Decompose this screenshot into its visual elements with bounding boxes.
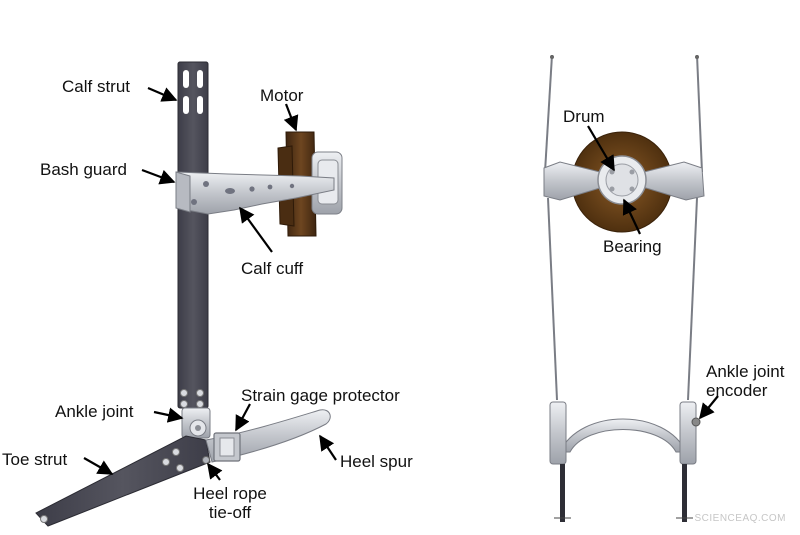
arrow-calf-strut — [147, 86, 178, 102]
ropes — [544, 54, 703, 401]
arrow-bearing — [622, 198, 641, 235]
calf-strut — [177, 61, 209, 409]
foot-arch — [559, 418, 687, 453]
arrow-motor — [283, 103, 299, 132]
label-calf-strut: Calf strut — [62, 77, 131, 96]
label-calf-cuff: Calf cuff — [241, 259, 304, 278]
label-heel-rope-line1: Heel rope — [193, 484, 267, 503]
label-toe-strut: Toe strut — [2, 450, 68, 469]
label-heel-rope-tie-off: Heel rope tie-off — [180, 484, 280, 522]
ankle-bracket-left — [549, 401, 567, 465]
label-strain-gage-protector: Strain gage protector — [241, 386, 400, 405]
side-view — [35, 61, 343, 527]
label-encoder-line2: encoder — [706, 381, 768, 400]
heel-rope-tie-off — [202, 456, 210, 464]
label-ankle-joint: Ankle joint — [55, 402, 134, 421]
label-heel-rope-line2: tie-off — [208, 503, 252, 522]
arrow-bash-guard — [141, 168, 176, 185]
label-bash-guard: Bash guard — [40, 160, 127, 179]
arrow-ankle-joint — [153, 407, 184, 423]
label-encoder-line1: Ankle joint — [706, 362, 785, 381]
arrow-calf-cuff — [239, 206, 273, 253]
label-motor: Motor — [260, 86, 304, 105]
calf-strut-slots — [183, 70, 203, 114]
arrow-toe-strut — [83, 457, 114, 475]
callout-arrows — [83, 86, 719, 481]
label-heel-spur: Heel spur — [340, 452, 413, 471]
label-bearing: Bearing — [603, 237, 662, 256]
ankle-joint-encoder — [691, 417, 701, 427]
arrow-drum — [587, 125, 615, 172]
ankle-plate-bolts — [180, 389, 204, 408]
watermark: SCIENCEAQ.COM — [694, 513, 786, 524]
arrow-encoder — [699, 395, 719, 420]
ground-posts — [554, 464, 693, 522]
arrow-strain-gage — [235, 403, 251, 432]
ankle-bracket-right — [679, 401, 697, 465]
bearing — [597, 155, 647, 205]
label-ankle-joint-encoder: Ankle joint encoder — [706, 362, 784, 400]
ankle-joint — [181, 407, 211, 439]
front-view — [543, 54, 705, 522]
bash-guard — [175, 171, 335, 215]
calf-cuff-holes — [191, 181, 295, 205]
label-drum: Drum — [563, 107, 605, 126]
arrow-heel-spur — [319, 434, 337, 461]
arrow-heel-rope — [207, 462, 223, 481]
